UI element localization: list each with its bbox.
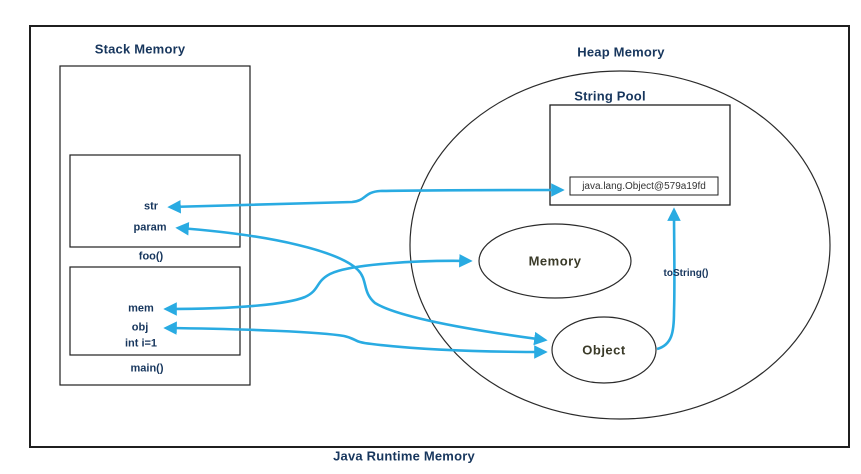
object-object-ellipse bbox=[551, 316, 657, 384]
arrow-obj-to-object bbox=[163, 321, 548, 359]
memory-object-label: Memory bbox=[528, 253, 582, 269]
diagram-title: Java Runtime Memory bbox=[333, 448, 475, 464]
string-pool-title: String Pool bbox=[574, 88, 646, 104]
var-obj: obj bbox=[131, 321, 149, 334]
string-ref-value: java.lang.Object@579a19fd bbox=[582, 181, 706, 192]
tostring-method-label: toString() bbox=[663, 268, 709, 279]
var-mem: mem bbox=[128, 302, 154, 315]
var-int-i: int i=1 bbox=[124, 337, 158, 350]
var-param: param bbox=[133, 221, 167, 234]
heap-ellipse bbox=[409, 70, 831, 420]
heap-memory-title: Heap Memory bbox=[577, 44, 665, 60]
foo-frame-label: foo() bbox=[138, 250, 164, 263]
main-frame-label: main() bbox=[130, 362, 164, 375]
arrow-mem-to-memory bbox=[163, 254, 473, 316]
var-str: str bbox=[143, 200, 159, 213]
string-pool-box bbox=[549, 104, 731, 206]
string-object-box bbox=[569, 176, 719, 196]
object-object-label: Object bbox=[582, 342, 626, 358]
arrow-str-to-string-ref bbox=[167, 183, 565, 214]
outer-border bbox=[29, 25, 850, 448]
arrow-param-to-object bbox=[175, 222, 548, 346]
arrow-tostring-object-to-string-ref bbox=[656, 207, 681, 351]
stack-memory-title: Stack Memory bbox=[94, 41, 186, 57]
